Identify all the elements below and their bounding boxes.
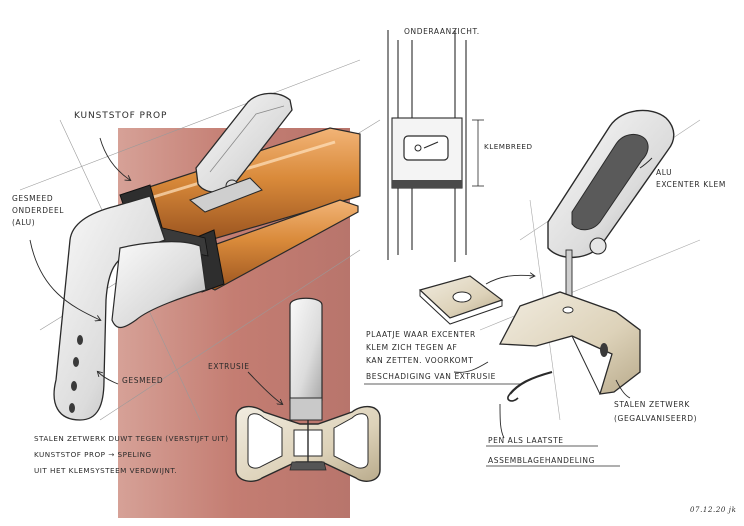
- label-alu-clamp-2: EXCENTER KLEM: [656, 180, 726, 189]
- label-steel-frame-2: (GEGALVANISEERD): [614, 414, 698, 423]
- label-steel-frame-1: STALEN ZETWERK: [614, 400, 690, 409]
- label-plate-note-1: PLAATJE WAAR EXCENTER: [366, 330, 476, 339]
- label-bottom-note-1: STALEN ZETWERK DUWT TEGEN (VERSTIJFT UIT…: [34, 434, 229, 443]
- label-plate-note-3: KAN ZETTEN. VOORKOMT: [366, 356, 474, 365]
- bottom-view: [387, 30, 484, 262]
- label-plastic-prop: KUNSTSTOF PROP: [74, 111, 168, 121]
- steel-bracket: [498, 291, 641, 395]
- label-forged: GESMEED: [122, 376, 164, 385]
- locking-pin: [509, 370, 553, 395]
- label-plate-note-2: KLEM ZICH TEGEN AF: [366, 343, 458, 352]
- label-forged-lower-2: ONDERDEEL: [12, 206, 65, 215]
- label-extrusion: EXTRUSIE: [208, 362, 250, 371]
- label-forged-lower-3: (ALU): [12, 218, 36, 227]
- clamp-lever: [195, 92, 293, 193]
- label-bottom-note-3: UIT HET KLEMSYSTEEM VERDWIJNT.: [34, 466, 178, 475]
- forged-lower-part: [53, 195, 166, 421]
- label-forged-lower-1: GESMEED: [12, 194, 54, 203]
- extrusion-section-view: [235, 297, 381, 482]
- section-plug: [289, 297, 323, 401]
- label-bottom-view: ONDERAANZICHT.: [404, 27, 480, 36]
- label-pin-1: PEN ALS LAATSTE: [488, 436, 564, 445]
- signature-date: 07.12.20 jk: [690, 506, 737, 514]
- exploded-clamp-view: [418, 109, 701, 439]
- label-clamp-width: KLEMBREED: [484, 142, 533, 151]
- label-alu-clamp-1: ALU: [656, 168, 673, 177]
- label-bottom-note-2: KUNSTSTOF PROP → SPELING: [34, 450, 152, 459]
- label-pin-2: ASSEMBLAGEHANDELING: [488, 456, 596, 465]
- label-plate-note-4: BESCHADIGING VAN EXTRUSIE: [366, 372, 496, 381]
